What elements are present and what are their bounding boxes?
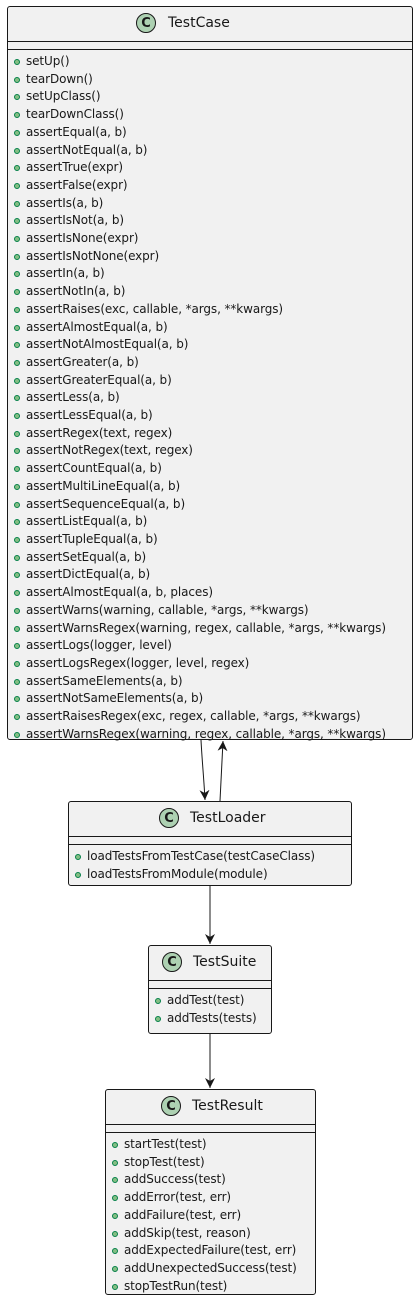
divider xyxy=(149,988,271,989)
method-item: setUp() xyxy=(8,53,412,71)
class-icon: C xyxy=(136,13,156,33)
method-item: assertSameElements(a, b) xyxy=(8,673,412,691)
method-item: assertNotIn(a, b) xyxy=(8,283,412,301)
method-item: tearDownClass() xyxy=(8,106,412,124)
method-item: loadTestsFromTestCase(testCaseClass) xyxy=(69,848,351,866)
divider xyxy=(149,980,271,981)
class-name: TestLoader xyxy=(190,810,266,826)
method-item: assertSequenceEqual(a, b) xyxy=(8,496,412,514)
method-item: stopTestRun(test) xyxy=(106,1278,315,1296)
method-list: loadTestsFromTestCase(testCaseClass)load… xyxy=(69,845,351,889)
class-name: TestCase xyxy=(168,15,230,31)
method-item: addTests(tests) xyxy=(149,1010,271,1028)
method-item: assertListEqual(a, b) xyxy=(8,513,412,531)
method-list: setUp()tearDown()setUpClass()tearDownCla… xyxy=(8,50,412,749)
class-header: C TestLoader xyxy=(69,802,351,836)
method-item: assertNotRegex(text, regex) xyxy=(8,442,412,460)
method-item: startTest(test) xyxy=(106,1136,315,1154)
method-item: assertAlmostEqual(a, b) xyxy=(8,319,412,337)
class-header: C TestResult xyxy=(106,1090,315,1124)
method-item: assertLessEqual(a, b) xyxy=(8,407,412,425)
method-item: addFailure(test, err) xyxy=(106,1207,315,1225)
method-item: addSuccess(test) xyxy=(106,1171,315,1189)
method-item: assertNotEqual(a, b) xyxy=(8,142,412,160)
class-header: C TestSuite xyxy=(149,946,271,980)
method-item: assertGreaterEqual(a, b) xyxy=(8,372,412,390)
method-item: setUpClass() xyxy=(8,88,412,106)
class-icon: C xyxy=(161,1096,181,1116)
class-icon: C xyxy=(159,808,179,828)
class-header: C TestCase xyxy=(8,7,412,41)
divider xyxy=(8,49,412,50)
method-item: assertSetEqual(a, b) xyxy=(8,549,412,567)
method-item: assertAlmostEqual(a, b, places) xyxy=(8,584,412,602)
method-item: addExpectedFailure(test, err) xyxy=(106,1242,315,1260)
method-item: assertTrue(expr) xyxy=(8,159,412,177)
method-item: assertIsNotNone(expr) xyxy=(8,248,412,266)
method-item: assertCountEqual(a, b) xyxy=(8,460,412,478)
method-item: assertEqual(a, b) xyxy=(8,124,412,142)
class-testsuite: C TestSuite addTest(test)addTests(tests) xyxy=(148,945,272,1035)
attributes-compartment xyxy=(106,1125,315,1132)
attributes-compartment xyxy=(149,981,271,988)
method-item: assertWarnsRegex(warning, regex, callabl… xyxy=(8,726,412,744)
arrow-testcase-to-testloader xyxy=(199,739,210,801)
class-testloader: C TestLoader loadTestsFromTestCase(testC… xyxy=(68,801,352,886)
method-item: assertRegex(text, regex) xyxy=(8,425,412,443)
method-item: assertMultiLineEqual(a, b) xyxy=(8,478,412,496)
method-item: stopTest(test) xyxy=(106,1154,315,1172)
method-item: addTest(test) xyxy=(149,992,271,1010)
arrow-testloader-to-testcase xyxy=(217,740,228,802)
method-item: assertFalse(expr) xyxy=(8,177,412,195)
method-item: assertLogsRegex(logger, level, regex) xyxy=(8,655,412,673)
method-item: assertGreater(a, b) xyxy=(8,354,412,372)
method-item: assertNotAlmostEqual(a, b) xyxy=(8,336,412,354)
method-item: tearDown() xyxy=(8,71,412,89)
class-icon: C xyxy=(162,952,182,972)
method-item: assertIsNone(expr) xyxy=(8,230,412,248)
method-item: assertNotSameElements(a, b) xyxy=(8,690,412,708)
attributes-compartment xyxy=(8,42,412,49)
method-item: loadTestsFromModule(module) xyxy=(69,866,351,884)
method-item: assertIs(a, b) xyxy=(8,195,412,213)
divider xyxy=(8,41,412,42)
method-list: startTest(test)stopTest(test)addSuccess(… xyxy=(106,1133,315,1301)
method-item: assertTupleEqual(a, b) xyxy=(8,531,412,549)
divider xyxy=(106,1124,315,1125)
method-item: assertIsNot(a, b) xyxy=(8,212,412,230)
method-item: assertLess(a, b) xyxy=(8,389,412,407)
class-name: TestResult xyxy=(192,1098,263,1114)
method-item: addUnexpectedSuccess(test) xyxy=(106,1260,315,1278)
method-item: assertDictEqual(a, b) xyxy=(8,566,412,584)
attributes-compartment xyxy=(69,837,351,844)
divider xyxy=(69,836,351,837)
divider xyxy=(106,1132,315,1133)
method-item: assertWarnsRegex(warning, regex, callabl… xyxy=(8,620,412,638)
method-item: assertWarns(warning, callable, *args, **… xyxy=(8,602,412,620)
method-item: assertRaisesRegex(exc, regex, callable, … xyxy=(8,708,412,726)
divider xyxy=(69,844,351,845)
class-testresult: C TestResult startTest(test)stopTest(tes… xyxy=(105,1089,316,1295)
method-item: assertIn(a, b) xyxy=(8,265,412,283)
method-item: assertRaises(exc, callable, *args, **kwa… xyxy=(8,301,412,319)
method-item: addError(test, err) xyxy=(106,1189,315,1207)
class-name: TestSuite xyxy=(193,954,257,970)
class-testcase: C TestCase setUp()tearDown()setUpClass()… xyxy=(7,6,413,741)
method-item: addSkip(test, reason) xyxy=(106,1225,315,1243)
method-item: assertLogs(logger, level) xyxy=(8,637,412,655)
method-list: addTest(test)addTests(tests) xyxy=(149,989,271,1033)
